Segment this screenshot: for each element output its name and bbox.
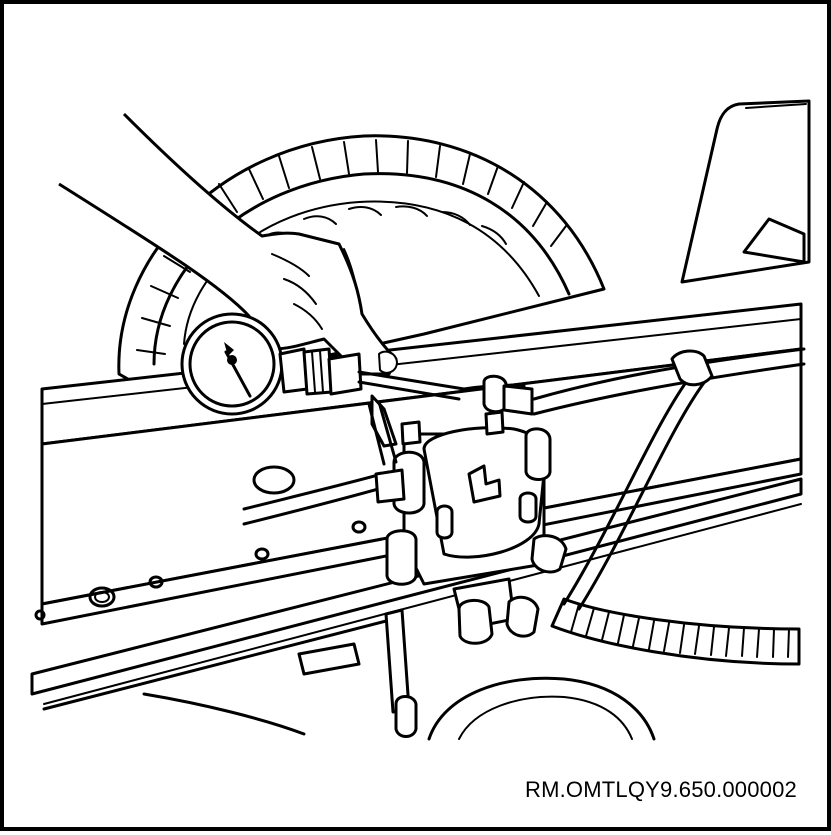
hand-arm bbox=[58, 112, 398, 376]
figure-reference-code: RM.OMTLQY9.650.000002 bbox=[524, 777, 797, 802]
wheel-rim bbox=[427, 676, 656, 741]
tester-probe bbox=[367, 400, 398, 466]
load-sensing-valve bbox=[374, 410, 568, 645]
valve-bracket-lever bbox=[142, 608, 418, 738]
body-panel bbox=[680, 99, 811, 284]
brake-pressure-test-illustration bbox=[30, 99, 811, 741]
frame-holes bbox=[34, 465, 367, 621]
pressure-gauge bbox=[180, 312, 466, 416]
line-fittings bbox=[370, 374, 534, 448]
corrugated-hose bbox=[550, 597, 801, 666]
